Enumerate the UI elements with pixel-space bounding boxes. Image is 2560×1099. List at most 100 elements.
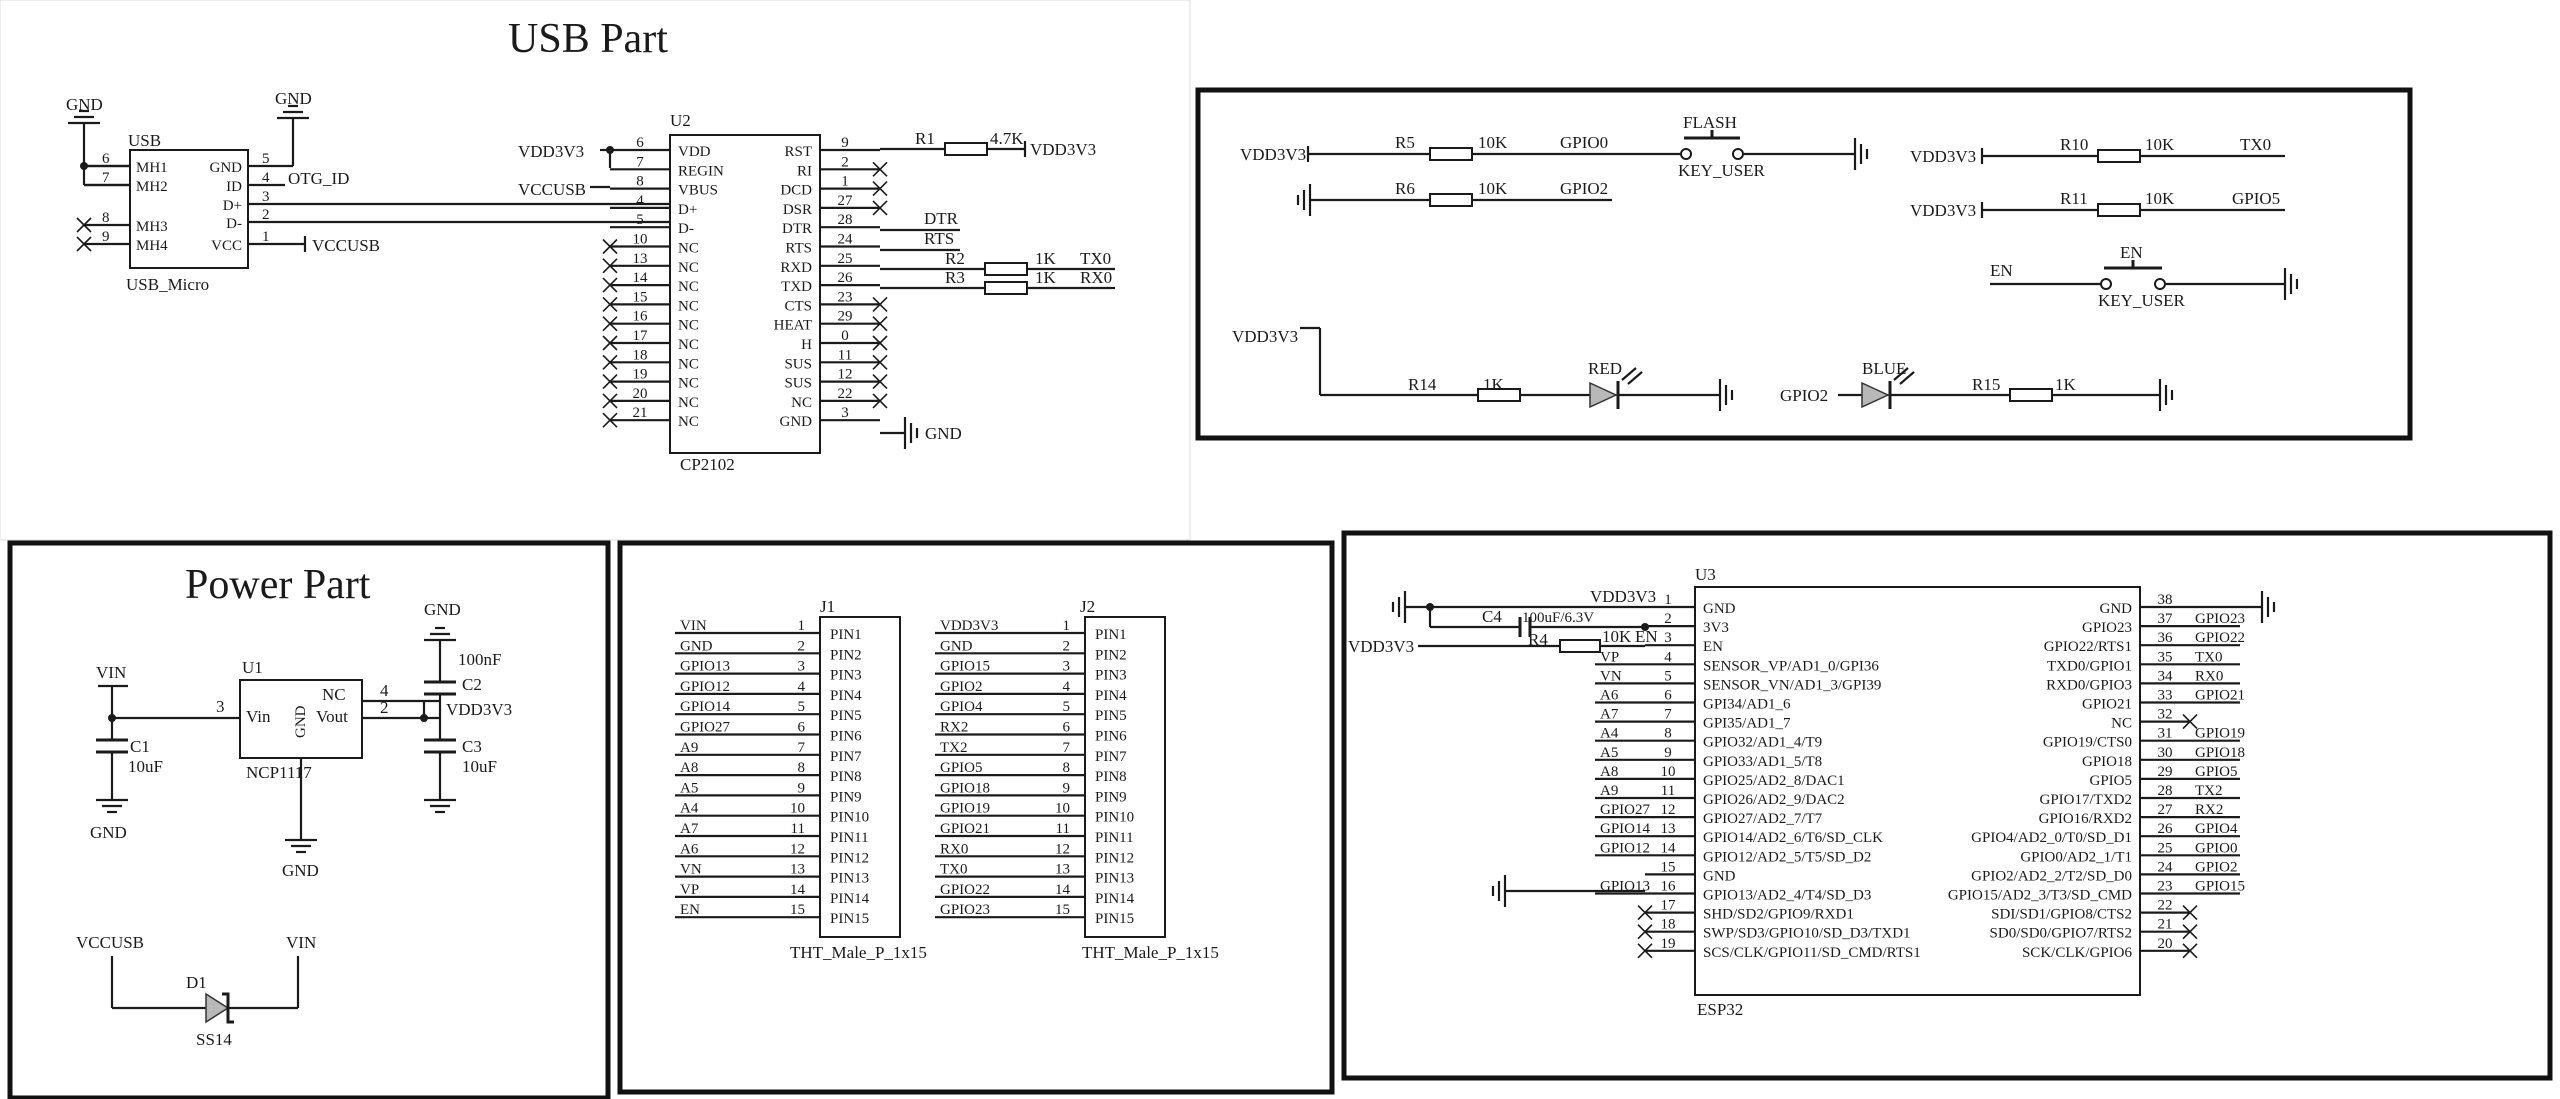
j1-pin-num: 11 (791, 821, 805, 837)
j2-net-label: GPIO18 (940, 780, 990, 796)
esp32-left-pin-num: 15 (1661, 859, 1676, 875)
j2-pin-label: PIN14 (1095, 891, 1135, 907)
j2-pin-label: PIN9 (1095, 789, 1127, 805)
j2-pin-num: 15 (1055, 902, 1070, 918)
esp32-right-pin-name: GPIO21 (2082, 697, 2132, 713)
esp32-left-net: VP (1600, 649, 1619, 665)
usb-conn-right-pin-num: 5 (262, 151, 270, 167)
esp32-right-pin-name: SD0/SD0/GPIO7/RTS2 (1990, 926, 2132, 942)
j1-pin-label: PIN11 (830, 830, 869, 846)
cp2102-right-pin-num: 23 (838, 289, 853, 305)
usb-conn-name: USB_Micro (126, 275, 209, 294)
cp2102-left-pin-name: D- (678, 221, 694, 237)
headers-section: J1 J2 1PIN1VIN2PIN2GND3PIN3GPIO134PIN4GP… (675, 597, 1219, 962)
u1-vout: Vout (316, 707, 348, 726)
esp32-left-net: A7 (1600, 707, 1619, 723)
cp2102-left-pin-num: 10 (633, 232, 648, 248)
u1-regulator (239, 679, 363, 759)
led-gpio2: GPIO2 (1780, 386, 1828, 405)
esp32-left-pin-name: GPIO12/AD2_5/T5/SD_D2 (1703, 849, 1871, 865)
j2-net-label: TX0 (940, 862, 968, 878)
usb-connector (129, 149, 249, 269)
j2-pin-label: PIN13 (1095, 871, 1134, 887)
usb-conn-left-pin-name: MH2 (136, 179, 168, 195)
esp32-right-pin-num: 32 (2158, 707, 2173, 723)
j1-pin-label: PIN5 (830, 708, 862, 724)
r1-value: 4.7K (990, 129, 1024, 148)
esp32-left-pin-name: GND (1703, 868, 1736, 884)
cp2102-left-pin-num: 19 (633, 367, 648, 383)
j1-net-label: VP (680, 882, 699, 898)
j2-pin-num: 6 (1063, 720, 1071, 736)
j1-net-label: GPIO12 (680, 679, 730, 695)
usb-otg-id: OTG_ID (288, 169, 349, 188)
esp32-left-pin-name: GPIO27/AD2_7/T7 (1703, 811, 1823, 827)
cp2102-left-pin-name: NC (678, 356, 699, 372)
esp32-right-pin-name: GPIO4/AD2_0/T0/SD_D1 (1971, 830, 2132, 846)
r6-value: 10K (1478, 179, 1508, 198)
usb-conn-left-pin-name: MH4 (136, 238, 168, 254)
j1-pin-num: 8 (798, 760, 806, 776)
j1-name: THT_Male_P_1x15 (790, 943, 927, 962)
cp2102-left-pin-num: 7 (636, 154, 644, 170)
j1-net-label: VN (680, 862, 702, 878)
btn-gpio0: GPIO0 (1560, 133, 1608, 152)
esp32-left-net: GPIO14 (1600, 821, 1651, 837)
esp32-left-net: A8 (1600, 764, 1618, 780)
cp2102-left-pin-num: 15 (633, 289, 648, 305)
c2-gnd: GND (424, 600, 461, 619)
esp32-right-pin-num: 24 (2158, 859, 2174, 875)
j1-pin-num: 10 (790, 801, 805, 817)
r6-ref: R6 (1395, 179, 1415, 198)
j2-pin-num: 11 (1056, 821, 1070, 837)
esp32-left-pin-name: SCS/CLK/GPIO11/SD_CMD/RTS1 (1703, 945, 1921, 961)
r3-value: 1K (1035, 268, 1057, 287)
j2-net-label: GPIO19 (940, 801, 990, 817)
esp32-left-pin-num: 13 (1661, 821, 1676, 837)
r11-ref: R11 (2060, 189, 2088, 208)
esp32-left-pin-num: 16 (1661, 879, 1677, 895)
j1-net-label: A7 (680, 821, 699, 837)
j2-net-label: GPIO22 (940, 882, 990, 898)
esp32-left-pin-num: 5 (1664, 668, 1672, 684)
r2-ref: R2 (945, 249, 965, 268)
esp32-vdd3v3-top: VDD3V3 (1590, 587, 1656, 606)
j2-pin-num: 3 (1063, 659, 1071, 675)
cp2102-right-pin-name: DSR (783, 202, 812, 218)
cp2102-left-pin-name: NC (678, 337, 699, 353)
esp32-right-net: GPIO21 (2195, 688, 2245, 704)
usb-conn-left-pin-num: 7 (102, 170, 110, 186)
cp2102-left-pin-name: NC (678, 298, 699, 314)
cp2102-left-pin-name: NC (678, 241, 699, 257)
esp32-right-pin-num: 20 (2158, 936, 2173, 952)
esp32-right-pin-num: 29 (2158, 764, 2173, 780)
j1-pin-label: PIN6 (830, 729, 862, 745)
j2-pin-num: 12 (1055, 841, 1070, 857)
usb-conn-right-pin-num: 3 (262, 189, 270, 205)
j2-pin-num: 13 (1055, 862, 1070, 878)
esp32-left-net: VN (1600, 668, 1622, 684)
rts-net: RTS (924, 229, 954, 248)
j2-pin-label: PIN8 (1095, 769, 1127, 785)
u1-nc: NC (322, 685, 346, 704)
power-gnd-1: GND (90, 823, 127, 842)
j2-pin-label: PIN4 (1095, 688, 1127, 704)
cp2102-right-pin-num: 3 (841, 405, 849, 421)
j1-pin-num: 7 (798, 740, 806, 756)
cp2102-right-pin-num: 0 (841, 328, 849, 344)
r2-value: 1K (1035, 249, 1057, 268)
esp32-right-net: GPIO23 (2195, 611, 2245, 627)
esp32-left-pin-num: 17 (1661, 898, 1677, 914)
power-section: Power Part VIN GND C1 10uF 3 U1 Vin NC V… (76, 562, 512, 1049)
j2-net-label: GND (940, 638, 973, 654)
esp32-left-pin-name: GPIO33/AD1_5/T8 (1703, 754, 1822, 770)
esp32-left-pin-num: 2 (1664, 611, 1672, 627)
esp32-left-net: GPIO12 (1600, 840, 1650, 856)
esp32-left-pin-num: 4 (1664, 649, 1672, 665)
cp2102-right-pin-name: CTS (784, 298, 812, 314)
esp32-right-pin-name: SCK/CLK/GPIO6 (2022, 945, 2133, 961)
esp32-left-pin-num: 3 (1664, 630, 1672, 646)
cp2102-left-pin-num: 20 (633, 386, 648, 402)
j1-pin-label: PIN14 (830, 891, 870, 907)
j2-net-label: GPIO5 (940, 760, 983, 776)
